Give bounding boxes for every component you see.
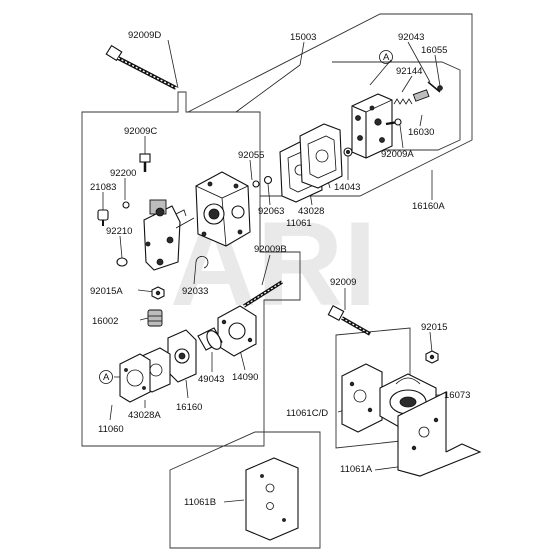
gasket-11061b-icon: [245, 457, 299, 541]
plate-14090-icon: [217, 305, 257, 357]
label-92200: 92200: [110, 168, 136, 179]
spring-icon: [393, 98, 413, 105]
label-43028a: 43028A: [128, 410, 161, 421]
label-11061a: 11061A: [340, 464, 373, 475]
washer-92200-icon: [122, 201, 130, 209]
label-16160a: 16160A: [412, 201, 445, 212]
label-11060: 11060: [98, 424, 124, 435]
needle-icon: [427, 81, 443, 93]
part-16002-icon: [147, 309, 163, 327]
part-21083-icon: [97, 209, 109, 226]
washer-92210-icon: [116, 257, 128, 267]
gasket-frame: [169, 431, 321, 549]
bolt-92009-icon: [327, 305, 371, 336]
cap-center-icon: [345, 149, 350, 154]
stud-92009b-icon: [243, 280, 283, 308]
label-a-bottom: A: [103, 372, 110, 383]
label-11061: 11061: [286, 218, 312, 229]
label-16073: 16073: [444, 390, 470, 401]
label-92009d: 92009D: [128, 30, 161, 41]
pump-cover-frame: [332, 61, 461, 151]
label-92063: 92063: [258, 206, 284, 217]
label-11061b: 11061B: [184, 497, 216, 508]
diaphragm-11060-icon: [119, 353, 151, 403]
pump-body-16160-icon: [167, 329, 197, 383]
gasket-plate-11061cd-icon: [341, 363, 383, 433]
washer-92055-icon: [252, 180, 260, 188]
label-92210: 92210: [106, 226, 132, 237]
bracket-11061a-icon: [397, 391, 482, 477]
needle-valve-icon: [412, 89, 430, 102]
metering-diaphragm-icon: [299, 123, 343, 189]
label-15003: 15003: [290, 32, 316, 43]
label-92033: 92033: [182, 286, 208, 297]
label-92144: 92144: [396, 66, 422, 77]
spring-92063-icon: [263, 175, 273, 185]
label-92043: 92043: [398, 32, 424, 43]
label-49043: 49043: [198, 374, 224, 385]
label-43028: 43028: [298, 206, 324, 217]
clip-92033-icon: [195, 256, 209, 269]
nut-92015-hole: [429, 354, 435, 360]
carburetor-body-icon: [195, 171, 251, 247]
label-92009c: 92009C: [124, 126, 157, 137]
label-16055: 16055: [421, 45, 447, 56]
part-labels: 92009D 15003 92043 16055 A 92144 16030 9…: [90, 30, 470, 508]
callout-a-bottom: [99, 370, 113, 384]
screw-92009c-icon: [139, 153, 151, 172]
carburetor-body-frame: [187, 13, 473, 197]
main-assembly-frame: [81, 91, 301, 447]
label-92009b: 92009B: [254, 244, 287, 255]
tube-49043-icon: [197, 327, 223, 351]
callout-a-top: [379, 50, 393, 64]
label-16160: 16160: [176, 402, 202, 413]
label-16030: 16030: [408, 127, 434, 138]
throttle-assembly-icon: [143, 199, 195, 271]
label-21083: 21083: [90, 182, 116, 193]
label-92009a: 92009A: [381, 149, 414, 160]
nut-92015a-hole: [155, 290, 161, 296]
label-92009: 92009: [330, 277, 356, 288]
label-a-top: A: [383, 52, 390, 63]
bolt-92009d-icon: [105, 44, 177, 90]
screw-92009a-icon: [385, 118, 402, 126]
label-16002: 16002: [92, 316, 118, 327]
label-14090: 14090: [232, 372, 258, 383]
label-92015a: 92015A: [90, 286, 123, 297]
label-14043: 14043: [334, 182, 360, 193]
label-92015: 92015: [421, 322, 447, 333]
label-11061cd: 11061C/D: [286, 408, 328, 419]
label-92055: 92055: [238, 150, 264, 161]
